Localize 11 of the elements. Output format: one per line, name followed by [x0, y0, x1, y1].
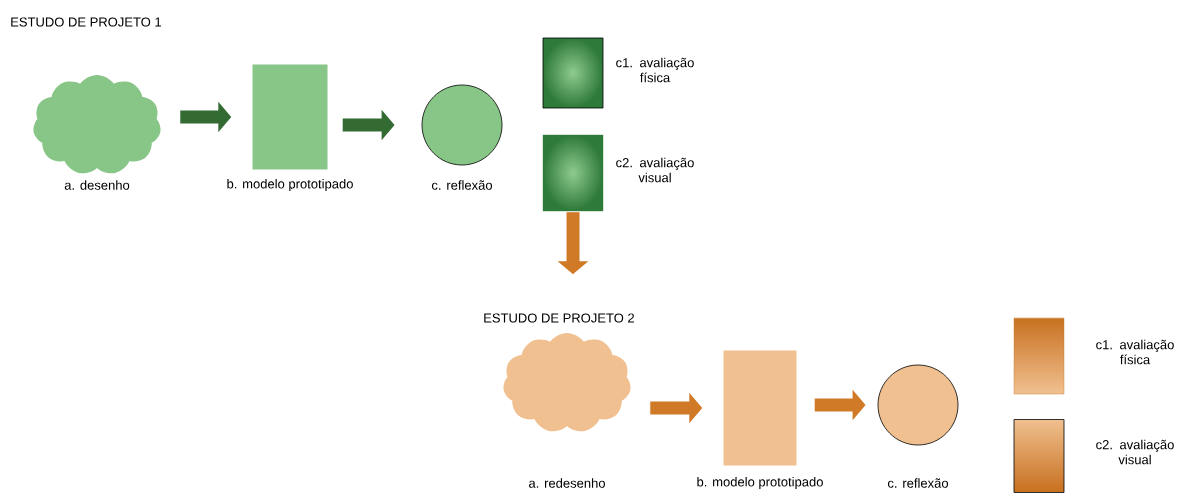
shape-label: c. reflexão	[887, 478, 949, 488]
shape-label: c1. avaliação física	[1096, 339, 1174, 365]
shape-label: a. redesenho	[529, 478, 605, 488]
shape-label: b. modelo prototipado	[227, 178, 353, 192]
section-heading: ESTUDO DE PROJETO 1	[11, 17, 162, 27]
shape-label: c2. avaliação visual	[1096, 439, 1174, 465]
shape-label: a. desenho	[64, 180, 130, 190]
shape-label: c2. avaliação visual	[616, 157, 694, 183]
shape-label: c1. avaliação física	[616, 57, 694, 83]
shape-label: c. reflexão	[431, 180, 493, 190]
shape-label: b. modelo prototipado	[697, 476, 823, 490]
